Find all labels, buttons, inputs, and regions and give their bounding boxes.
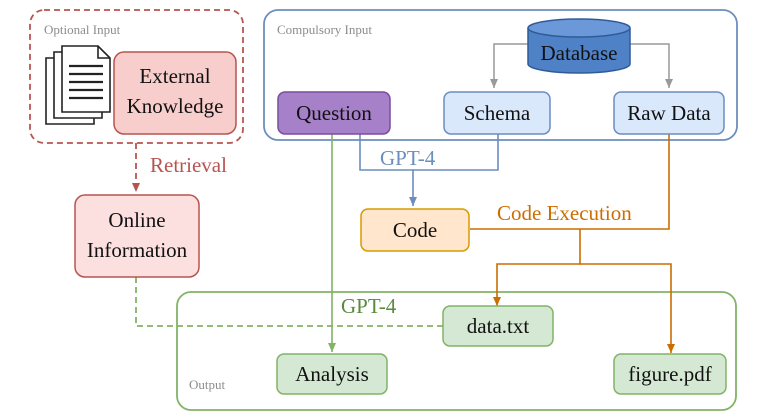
edge-rawdata-to-figure [470, 134, 670, 230]
node-question: Question [277, 91, 391, 135]
svg-text:figure.pdf: figure.pdf [628, 362, 711, 386]
edge-execution-to-figure [580, 263, 675, 353]
svg-text:Knowledge: Knowledge [127, 94, 224, 118]
svg-text:Analysis: Analysis [295, 362, 369, 386]
edge-execution-split [493, 229, 581, 306]
node-external-knowledge: External Knowledge [113, 51, 237, 135]
edge-label-gpt4-code: GPT-4 [380, 146, 436, 170]
node-figure-pdf: figure.pdf [613, 353, 727, 395]
document-stack-icon [45, 45, 111, 125]
edge-label-code-execution: Code Execution [497, 201, 632, 225]
database-icon: Database [527, 18, 631, 74]
svg-text:External: External [139, 64, 210, 88]
svg-text:Online: Online [108, 208, 165, 232]
output-label: Output [189, 377, 226, 392]
output-group [176, 291, 737, 411]
node-online-information: Online Information [74, 194, 200, 278]
node-raw-data: Raw Data [613, 91, 725, 135]
svg-text:Schema: Schema [464, 101, 531, 125]
edge-online-to-datatxt [135, 277, 446, 327]
optional-input-group [29, 9, 244, 144]
optional-input-label: Optional Input [44, 22, 121, 37]
node-schema: Schema [443, 91, 551, 135]
database-label: Database [541, 41, 618, 65]
node-code: Code [360, 208, 470, 252]
compulsory-input-group [263, 9, 738, 141]
edge-database-to-rawdata [628, 43, 673, 88]
svg-text:Raw Data: Raw Data [627, 101, 711, 125]
edge-question-to-code [359, 134, 417, 206]
edge-label-retrieval: Retrieval [150, 153, 227, 177]
node-analysis: Analysis [276, 353, 388, 395]
edge-label-gpt4-analysis: GPT-4 [341, 294, 397, 318]
edge-database-to-schema [490, 43, 530, 88]
node-data-txt: data.txt [442, 305, 554, 347]
svg-text:Question: Question [296, 101, 372, 125]
svg-text:Information: Information [87, 238, 188, 262]
svg-text:Code: Code [393, 218, 437, 242]
compulsory-input-label: Compulsory Input [277, 22, 372, 37]
svg-text:data.txt: data.txt [467, 314, 530, 338]
edge-schema-to-code [413, 134, 499, 171]
